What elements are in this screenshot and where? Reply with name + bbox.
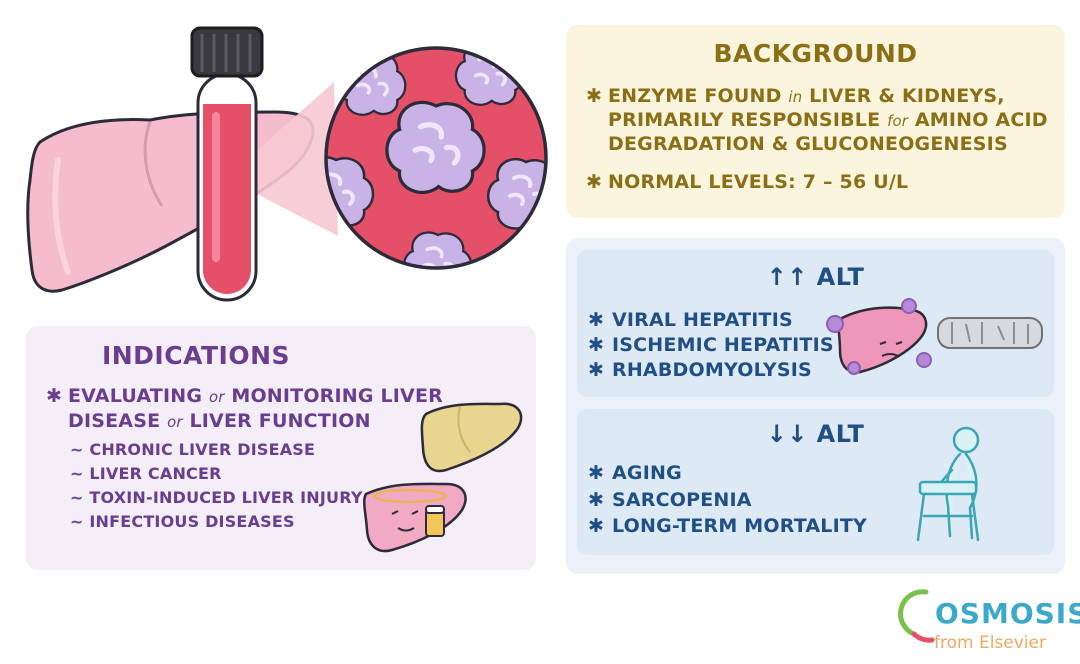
blood-tube-icon <box>190 26 264 302</box>
background-title: BACKGROUND <box>713 39 918 68</box>
background-bullet-1-line-1: ENZYME FOUND in LIVER & KIDNEYS, <box>608 85 1005 107</box>
bullet-icon: ✱ <box>588 462 605 484</box>
brand-subtitle: from Elsevier <box>934 633 1046 653</box>
indications-line-1: EVALUATING or MONITORING LIVER <box>68 385 443 407</box>
bullet-icon: ✱ <box>588 334 605 356</box>
alt-increase-title: ↑↑ ALT <box>766 263 865 291</box>
alt-decrease-item: SARCOPENIA <box>612 489 752 511</box>
magnifier-cone <box>226 82 338 236</box>
bullet-icon: ✱ <box>588 309 605 331</box>
bullet-icon: ✱ <box>586 171 603 193</box>
indications-sub-item: ~ TOXIN-INDUCED LIVER INJURY <box>70 488 363 507</box>
indications-sub-item: ~ LIVER CANCER <box>70 464 222 483</box>
alt-decrease-item: LONG-TERM MORTALITY <box>612 515 867 537</box>
brand-name: OSMOSIS <box>935 597 1080 630</box>
indications-title: INDICATIONS <box>101 341 291 370</box>
osmosis-logo-icon <box>898 589 935 643</box>
bullet-icon: ✱ <box>588 359 605 381</box>
bullet-icon: ✱ <box>588 515 605 537</box>
alt-increase-item: VIRAL HEPATITIS <box>612 309 793 331</box>
alt-decrease-title: ↓↓ ALT <box>766 420 865 448</box>
background-panel <box>566 25 1065 218</box>
bullet-icon: ✱ <box>588 489 605 511</box>
indications-line-2: DISEASE or LIVER FUNCTION <box>68 410 371 432</box>
alt-increase-item: ISCHEMIC HEPATITIS <box>612 334 834 356</box>
indications-sub-item: ~ INFECTIOUS DISEASES <box>70 512 295 531</box>
background-bullet-2: NORMAL LEVELS: 7 – 56 U/L <box>608 171 909 193</box>
alt-decrease-item: AGING <box>612 462 682 484</box>
background-bullet-1-line-3: DEGRADATION & GLUCONEOGENESIS <box>608 133 1008 155</box>
background-bullet-1-line-2: PRIMARILY RESPONSIBLE for AMINO ACID <box>608 109 1048 131</box>
indications-sub-item: ~ CHRONIC LIVER DISEASE <box>70 440 316 459</box>
alt-increase-item: RHABDOMYOLYSIS <box>612 359 812 381</box>
bullet-icon: ✱ <box>46 385 63 407</box>
bullet-icon: ✱ <box>586 85 603 107</box>
magnified-cells <box>324 46 548 270</box>
